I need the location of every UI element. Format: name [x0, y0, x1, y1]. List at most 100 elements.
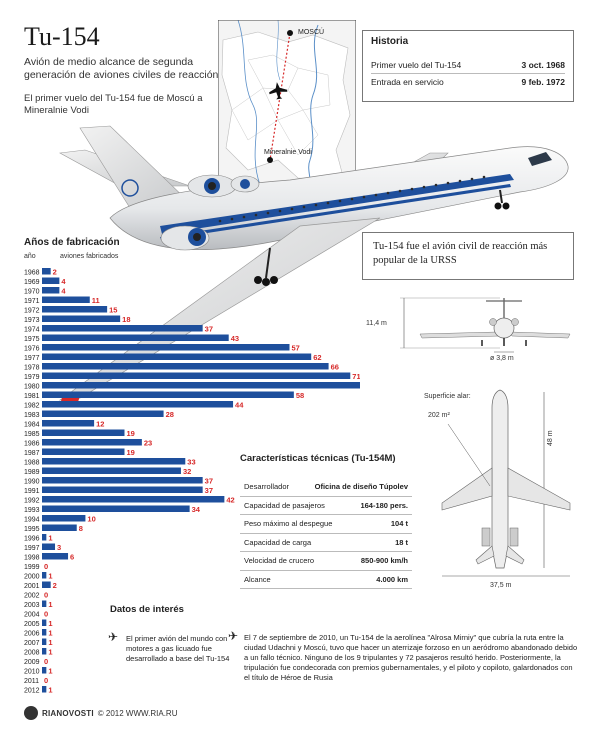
tu154-illustration [40, 108, 580, 423]
bar-value-label: 71 [352, 372, 360, 381]
popular-note: Tu-154 fue el avión civil de reacción má… [362, 232, 574, 280]
bar-value-label: 66 [331, 363, 339, 372]
facts-title: Datos de interés [110, 604, 184, 615]
year-tick-label: 2009 [24, 659, 40, 666]
year-tick-label: 1996 [24, 536, 40, 543]
year-tick-label: 1986 [24, 441, 40, 448]
bar-value-label: 19 [127, 429, 135, 438]
year-tick-label: 1979 [24, 374, 40, 381]
production-bar [42, 287, 60, 294]
year-tick-label: 2006 [24, 631, 40, 638]
page-subtitle: Avión de medio alcance de segunda genera… [24, 56, 219, 81]
bar-value-label: 0 [44, 562, 48, 571]
chart-column-count: aviones fabricados [60, 253, 119, 260]
height-label: 11,4 m [366, 320, 387, 327]
bar-value-label: 2 [53, 268, 57, 277]
footer: RIANOVOSTI © 2012 WWW.RIA.RU [24, 706, 177, 720]
bar-value-label: 44 [235, 401, 244, 410]
production-bar [42, 524, 77, 531]
year-tick-label: 1978 [24, 365, 40, 372]
bar-value-label: 0 [44, 657, 48, 666]
production-bar [42, 372, 351, 379]
year-tick-label: 2005 [24, 621, 40, 628]
production-bar [42, 486, 203, 493]
year-tick-label: 2000 [24, 574, 40, 581]
bar-value-label: 2 [53, 581, 57, 590]
specs-table: Características técnicas (Tu-154M) Desar… [240, 453, 412, 589]
production-bar [42, 667, 47, 674]
bar-value-label: 1 [48, 572, 52, 581]
production-bar [42, 619, 47, 626]
fact-item: El primer avión del mundo con motores a … [126, 634, 230, 663]
footer-copyright: © 2012 WWW.RIA.RU [97, 708, 178, 718]
production-bar [42, 581, 51, 588]
year-tick-label: 2012 [24, 688, 40, 695]
footer-brand: RIANOVOSTI [42, 708, 94, 718]
bar-value-label: 1 [48, 638, 52, 647]
year-tick-label: 1991 [24, 488, 40, 495]
year-tick-label: 1995 [24, 526, 40, 533]
production-bar [42, 638, 47, 645]
production-bar [42, 325, 203, 332]
ria-logo-icon [24, 706, 38, 720]
bar-value-label: 62 [313, 353, 321, 362]
wing-area-value: 202 m² [428, 412, 450, 419]
bar-value-label: 28 [166, 410, 174, 419]
year-tick-label: 2008 [24, 650, 40, 657]
year-tick-label: 1976 [24, 346, 40, 353]
bar-value-label: 10 [87, 515, 95, 524]
production-bar [42, 496, 225, 503]
year-tick-label: 1985 [24, 431, 40, 438]
bar-value-label: 32 [183, 467, 191, 476]
diameter-label: ø 3,8 m [490, 355, 514, 362]
year-tick-label: 1983 [24, 412, 40, 419]
bar-value-label: 4 [61, 287, 66, 296]
year-tick-label: 1981 [24, 393, 40, 400]
year-tick-label: 1969 [24, 279, 40, 286]
year-tick-label: 1997 [24, 545, 40, 552]
year-tick-label: 1980 [24, 384, 40, 391]
production-bar [42, 420, 95, 427]
production-bar [42, 629, 47, 636]
year-tick-label: 1990 [24, 479, 40, 486]
year-tick-label: 2003 [24, 602, 40, 609]
length-label: 48 m [547, 430, 554, 446]
map-city-end: Mineralnie Vodi [264, 149, 312, 156]
bar-value-label: 1 [48, 667, 52, 676]
production-bar [42, 572, 47, 579]
year-tick-label: 2007 [24, 640, 40, 647]
front-view-diagram: 11,4 m ø 3,8 m [360, 292, 575, 372]
production-bar [42, 505, 190, 512]
bar-value-label: 19 [127, 448, 135, 457]
fact-item: El 7 de septiembre de 2010, un Tu-154 de… [244, 633, 578, 682]
production-bar [42, 515, 86, 522]
year-tick-label: 1972 [24, 308, 40, 315]
year-tick-label: 2004 [24, 612, 40, 619]
bar-value-label: 0 [44, 610, 48, 619]
airplane-icon: ✈ [228, 629, 239, 643]
bar-value-label: 37 [205, 477, 213, 486]
production-bar [42, 429, 125, 436]
bar-value-label: 1 [48, 648, 52, 657]
year-tick-label: 1982 [24, 403, 40, 410]
chart-column-year: año [24, 253, 36, 260]
bar-value-label: 1 [48, 534, 52, 543]
production-bar [42, 477, 203, 484]
history-box: Historia Primer vuelo del Tu-154 3 oct. … [362, 30, 574, 102]
history-row: Primer vuelo del Tu-154 3 oct. 1968 [371, 57, 565, 74]
year-tick-label: 1999 [24, 564, 40, 571]
production-bar [42, 553, 69, 560]
production-bar [42, 306, 108, 313]
bar-value-label: 12 [96, 420, 104, 429]
production-bar [42, 277, 60, 284]
production-bar [42, 410, 164, 417]
year-tick-label: 1970 [24, 289, 40, 296]
year-tick-label: 1993 [24, 507, 40, 514]
wing-area-label: Superficie alar: [424, 393, 471, 400]
production-bar [42, 353, 312, 360]
bar-value-label: 1 [48, 619, 52, 628]
